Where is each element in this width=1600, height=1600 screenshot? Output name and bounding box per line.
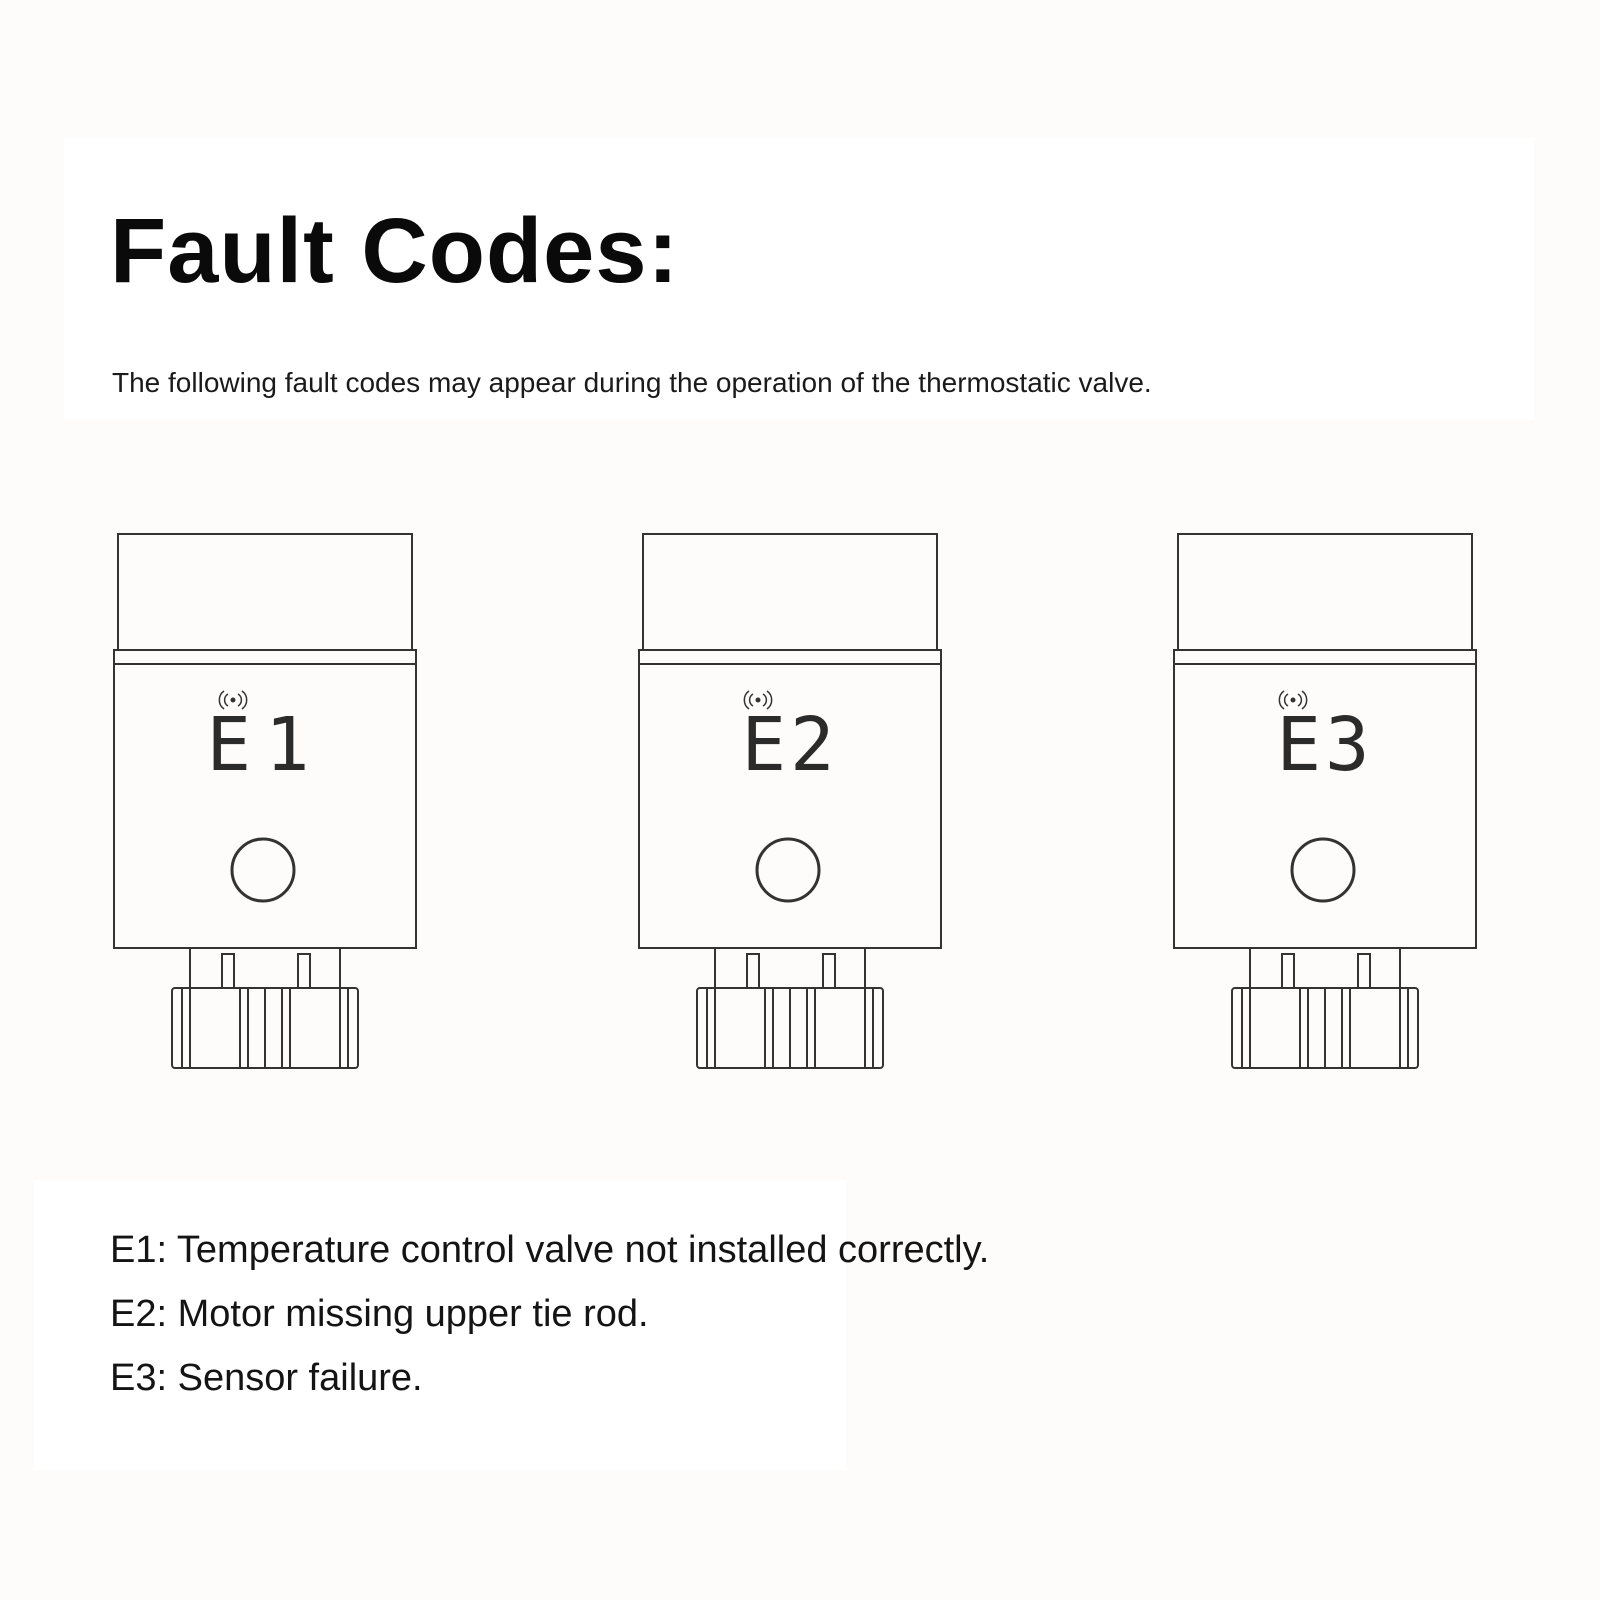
- connector-pin: [1357, 953, 1371, 989]
- lcd-fault-code: E1: [206, 702, 323, 788]
- power-button-icon[interactable]: [230, 837, 296, 903]
- power-button-icon[interactable]: [1290, 837, 1356, 903]
- connector-pin: [746, 953, 760, 989]
- fault-code-legend: E1: Temperature control valve not instal…: [110, 1218, 989, 1410]
- device-cap: [642, 533, 938, 651]
- connector-pin: [221, 953, 235, 989]
- page-subtitle: The following fault codes may appear dur…: [112, 367, 1152, 398]
- wireless-signal-icon: [1278, 690, 1308, 710]
- lcd-fault-code: E2: [741, 702, 838, 788]
- thermostat-device-e1: E1: [113, 533, 417, 1069]
- thermostat-device-e3: E3: [1173, 533, 1477, 1069]
- power-button-icon[interactable]: [755, 837, 821, 903]
- legend-panel: [34, 1180, 846, 1470]
- valve-connector: [189, 947, 341, 989]
- wireless-signal-icon: [218, 690, 248, 710]
- device-ring: [113, 649, 417, 665]
- device-illustrations: E1: [0, 500, 1600, 1100]
- legend-item-e2: E2: Motor missing upper tie rod.: [110, 1293, 649, 1335]
- legend-item-e3: E3: Sensor failure.: [110, 1357, 423, 1399]
- valve-connector: [714, 947, 866, 989]
- header-panel: [64, 138, 1534, 420]
- nut-grip-lines: [706, 988, 874, 1068]
- thermostat-device-e2: E2: [638, 533, 942, 1069]
- device-ring: [638, 649, 942, 665]
- device-cap: [117, 533, 413, 651]
- connector-pin: [1281, 953, 1295, 989]
- valve-connector: [1249, 947, 1401, 989]
- page-title: Fault Codes:: [110, 200, 680, 302]
- device-cap: [1177, 533, 1473, 651]
- connector-pin: [297, 953, 311, 989]
- nut-grip-lines: [181, 988, 349, 1068]
- lcd-fault-code: E3: [1276, 702, 1373, 788]
- device-ring: [1173, 649, 1477, 665]
- connector-pin: [822, 953, 836, 989]
- nut-grip-lines: [1241, 988, 1409, 1068]
- wireless-signal-icon: [743, 690, 773, 710]
- legend-item-e1: E1: Temperature control valve not instal…: [110, 1229, 990, 1271]
